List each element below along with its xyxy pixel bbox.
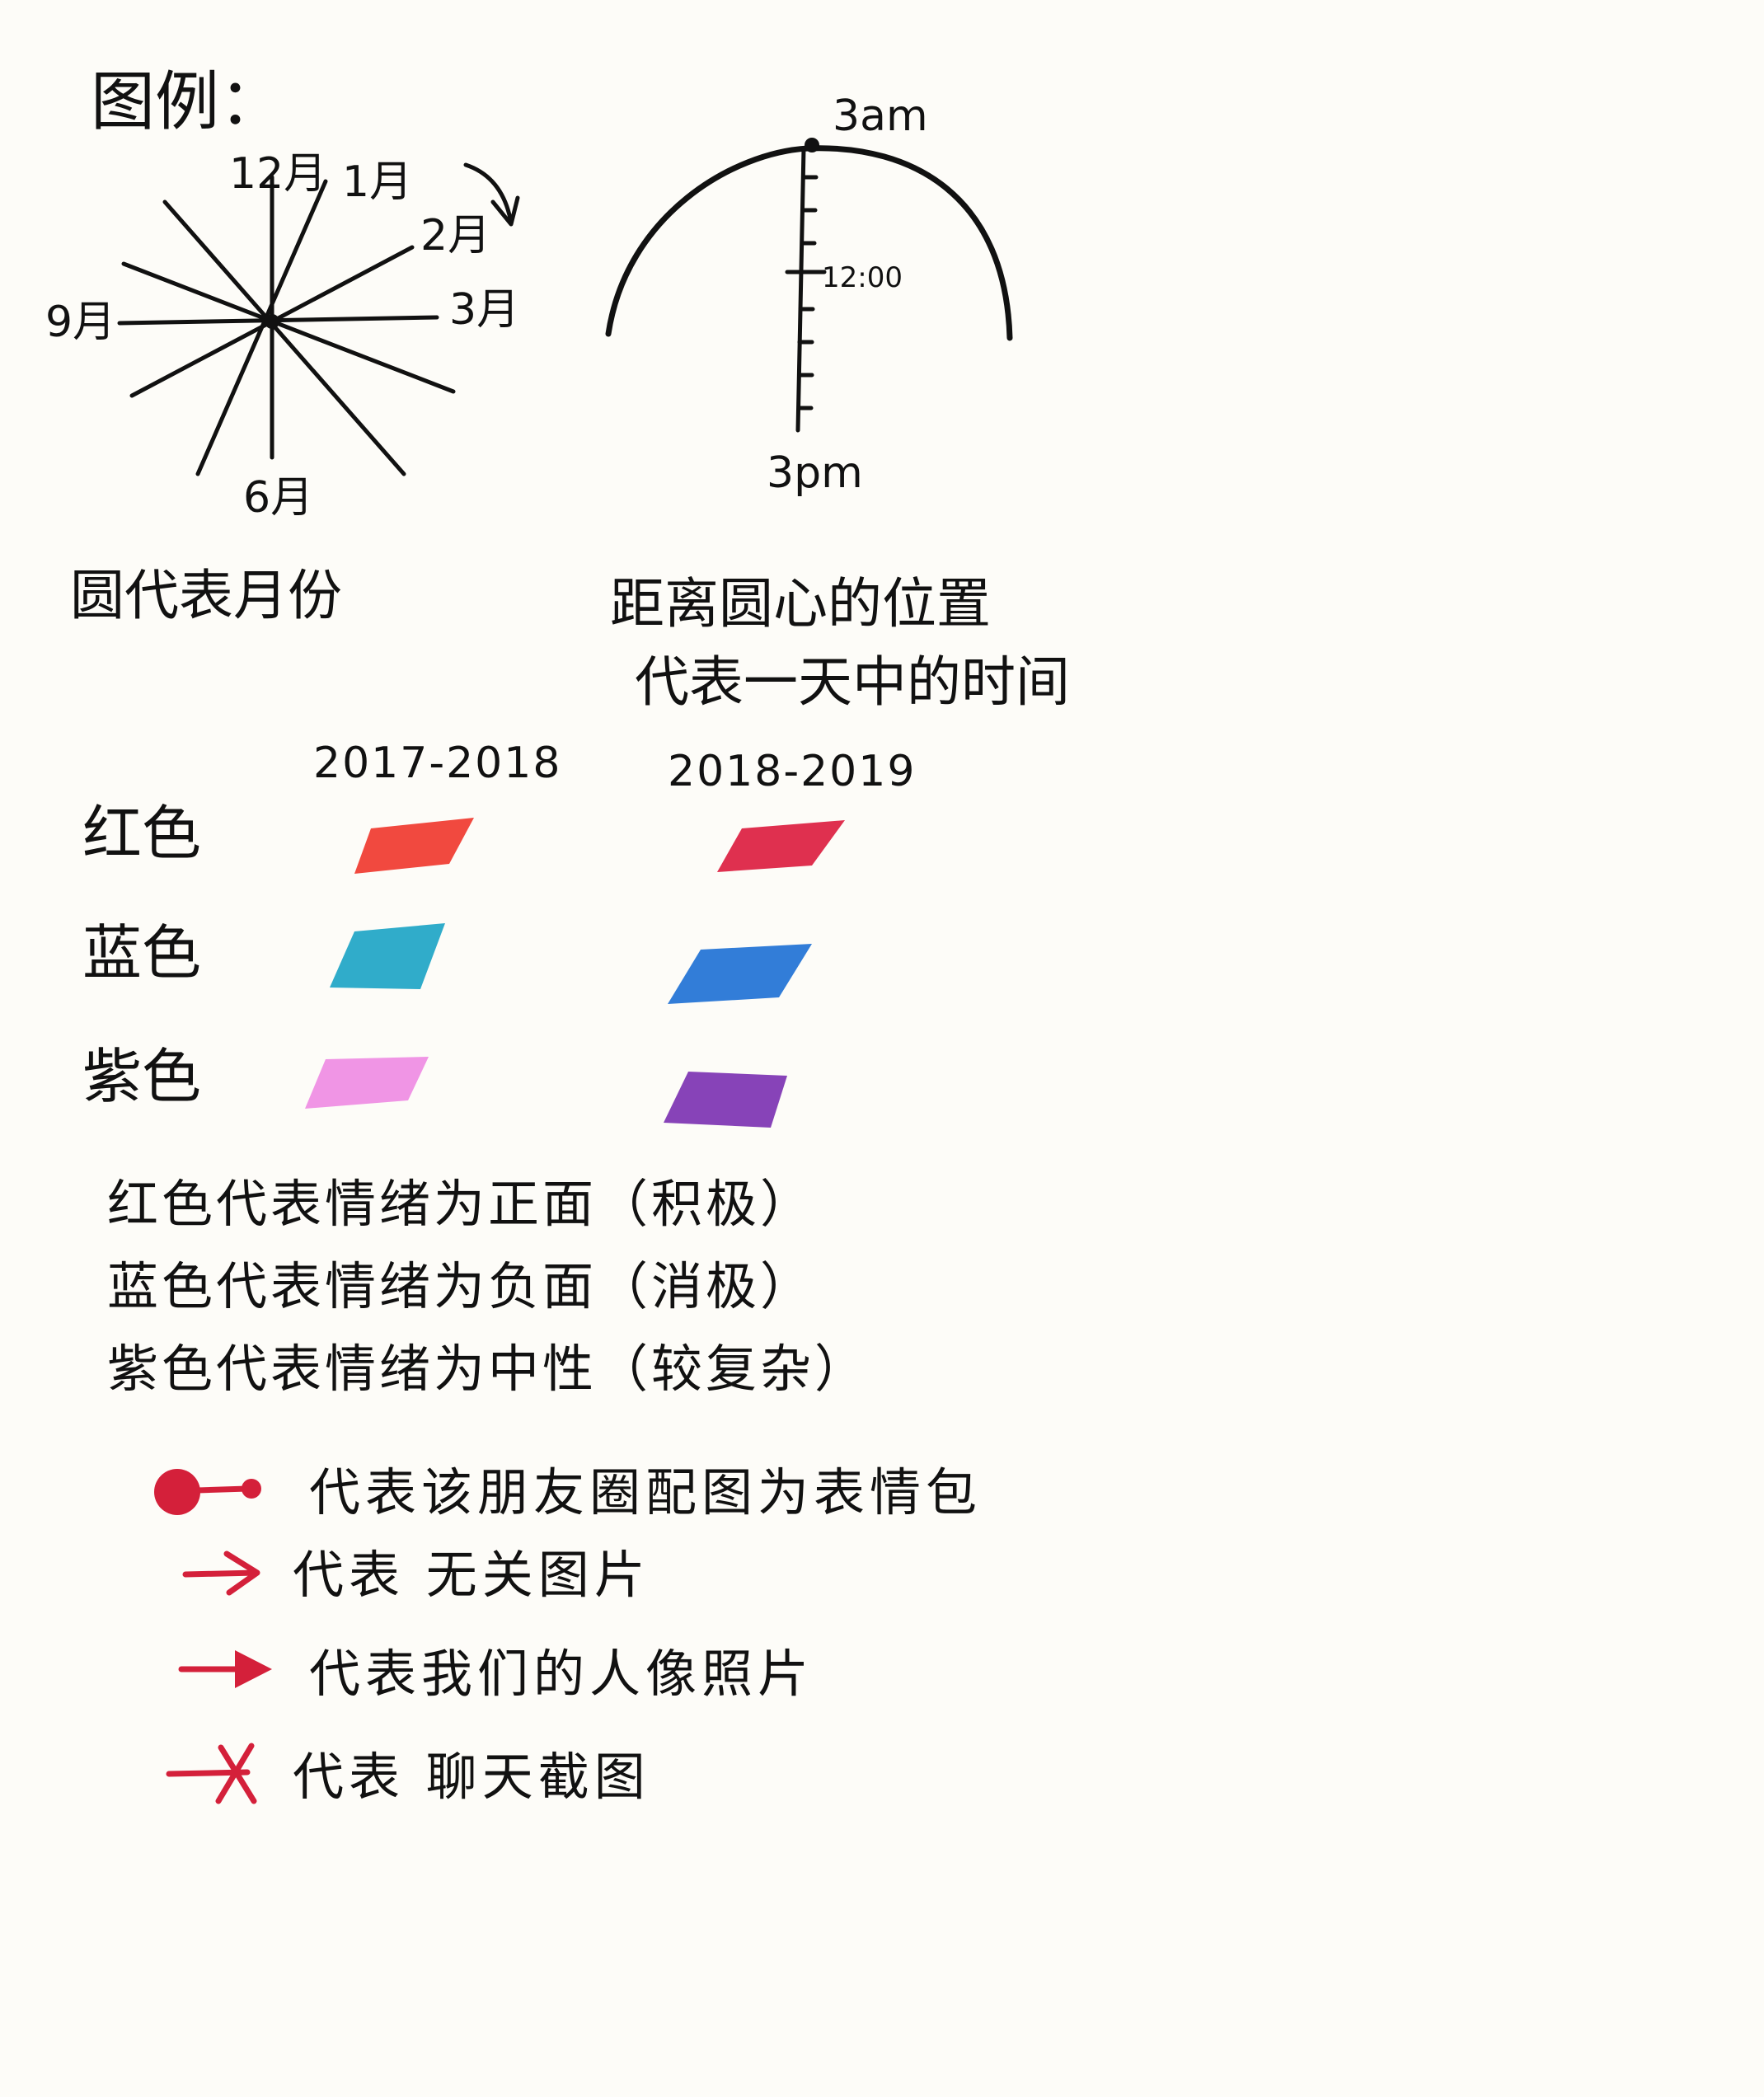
swatch-purple-2018	[664, 1072, 787, 1128]
month-label-jun: 6月	[243, 473, 314, 523]
month-label-jan: 1月	[342, 157, 413, 207]
wheel-center-dot	[265, 314, 279, 329]
filled-arrow-icon	[178, 1650, 272, 1688]
month-label-dec: 12月	[229, 149, 327, 199]
open-arrow-icon	[182, 1550, 260, 1596]
month-label-sep: 9月	[45, 298, 116, 347]
meaning-red: 红色代表情绪为正面（积极）	[107, 1174, 815, 1234]
arrow-meaning-portrait: 代表我们的人像照片	[309, 1644, 814, 1704]
color-label-blue: 蓝色	[82, 918, 202, 988]
swatch-purple-2017	[305, 1057, 429, 1109]
legend-title: 图例：	[91, 65, 284, 139]
time-arc-caption-2: 代表一天中的时间	[635, 650, 1070, 714]
cross-arrow-icon	[166, 1743, 257, 1804]
color-label-purple: 紫色	[82, 1042, 202, 1111]
clockwise-arrow-icon	[463, 162, 514, 225]
arrow-meaning-unrelated: 代表 无关图片	[293, 1545, 650, 1605]
swatch-red-2017	[354, 818, 474, 874]
arrow-meaning-screenshot: 代表 聊天截图	[293, 1747, 650, 1807]
swatch-red-2018	[717, 820, 845, 872]
meaning-blue: 蓝色代表情绪为负面（消极）	[107, 1256, 815, 1316]
time-axis	[785, 146, 827, 433]
month-wheel-caption: 圆代表月份	[70, 564, 342, 627]
month-label-mar: 3月	[449, 285, 520, 335]
month-label-feb: 2月	[420, 211, 491, 260]
color-label-red: 红色	[82, 799, 202, 868]
swatch-blue-2017	[330, 923, 445, 989]
year-header-2017: 2017-2018	[313, 739, 562, 788]
arrow-meaning-sticker: 代表该朋友圈配图为表情包	[309, 1462, 983, 1522]
swatch-blue-2018	[668, 944, 812, 1004]
time-label-noon: 12:00	[822, 261, 903, 294]
time-label-3am: 3am	[833, 91, 928, 141]
meaning-purple: 紫色代表情绪为中性（较复杂）	[107, 1339, 870, 1399]
time-label-3pm: 3pm	[767, 448, 863, 498]
circle-stick-arrow-icon	[154, 1469, 261, 1515]
year-header-2018: 2018-2019	[668, 747, 917, 796]
time-arc-caption-1: 距离圆心的位置	[610, 572, 991, 636]
